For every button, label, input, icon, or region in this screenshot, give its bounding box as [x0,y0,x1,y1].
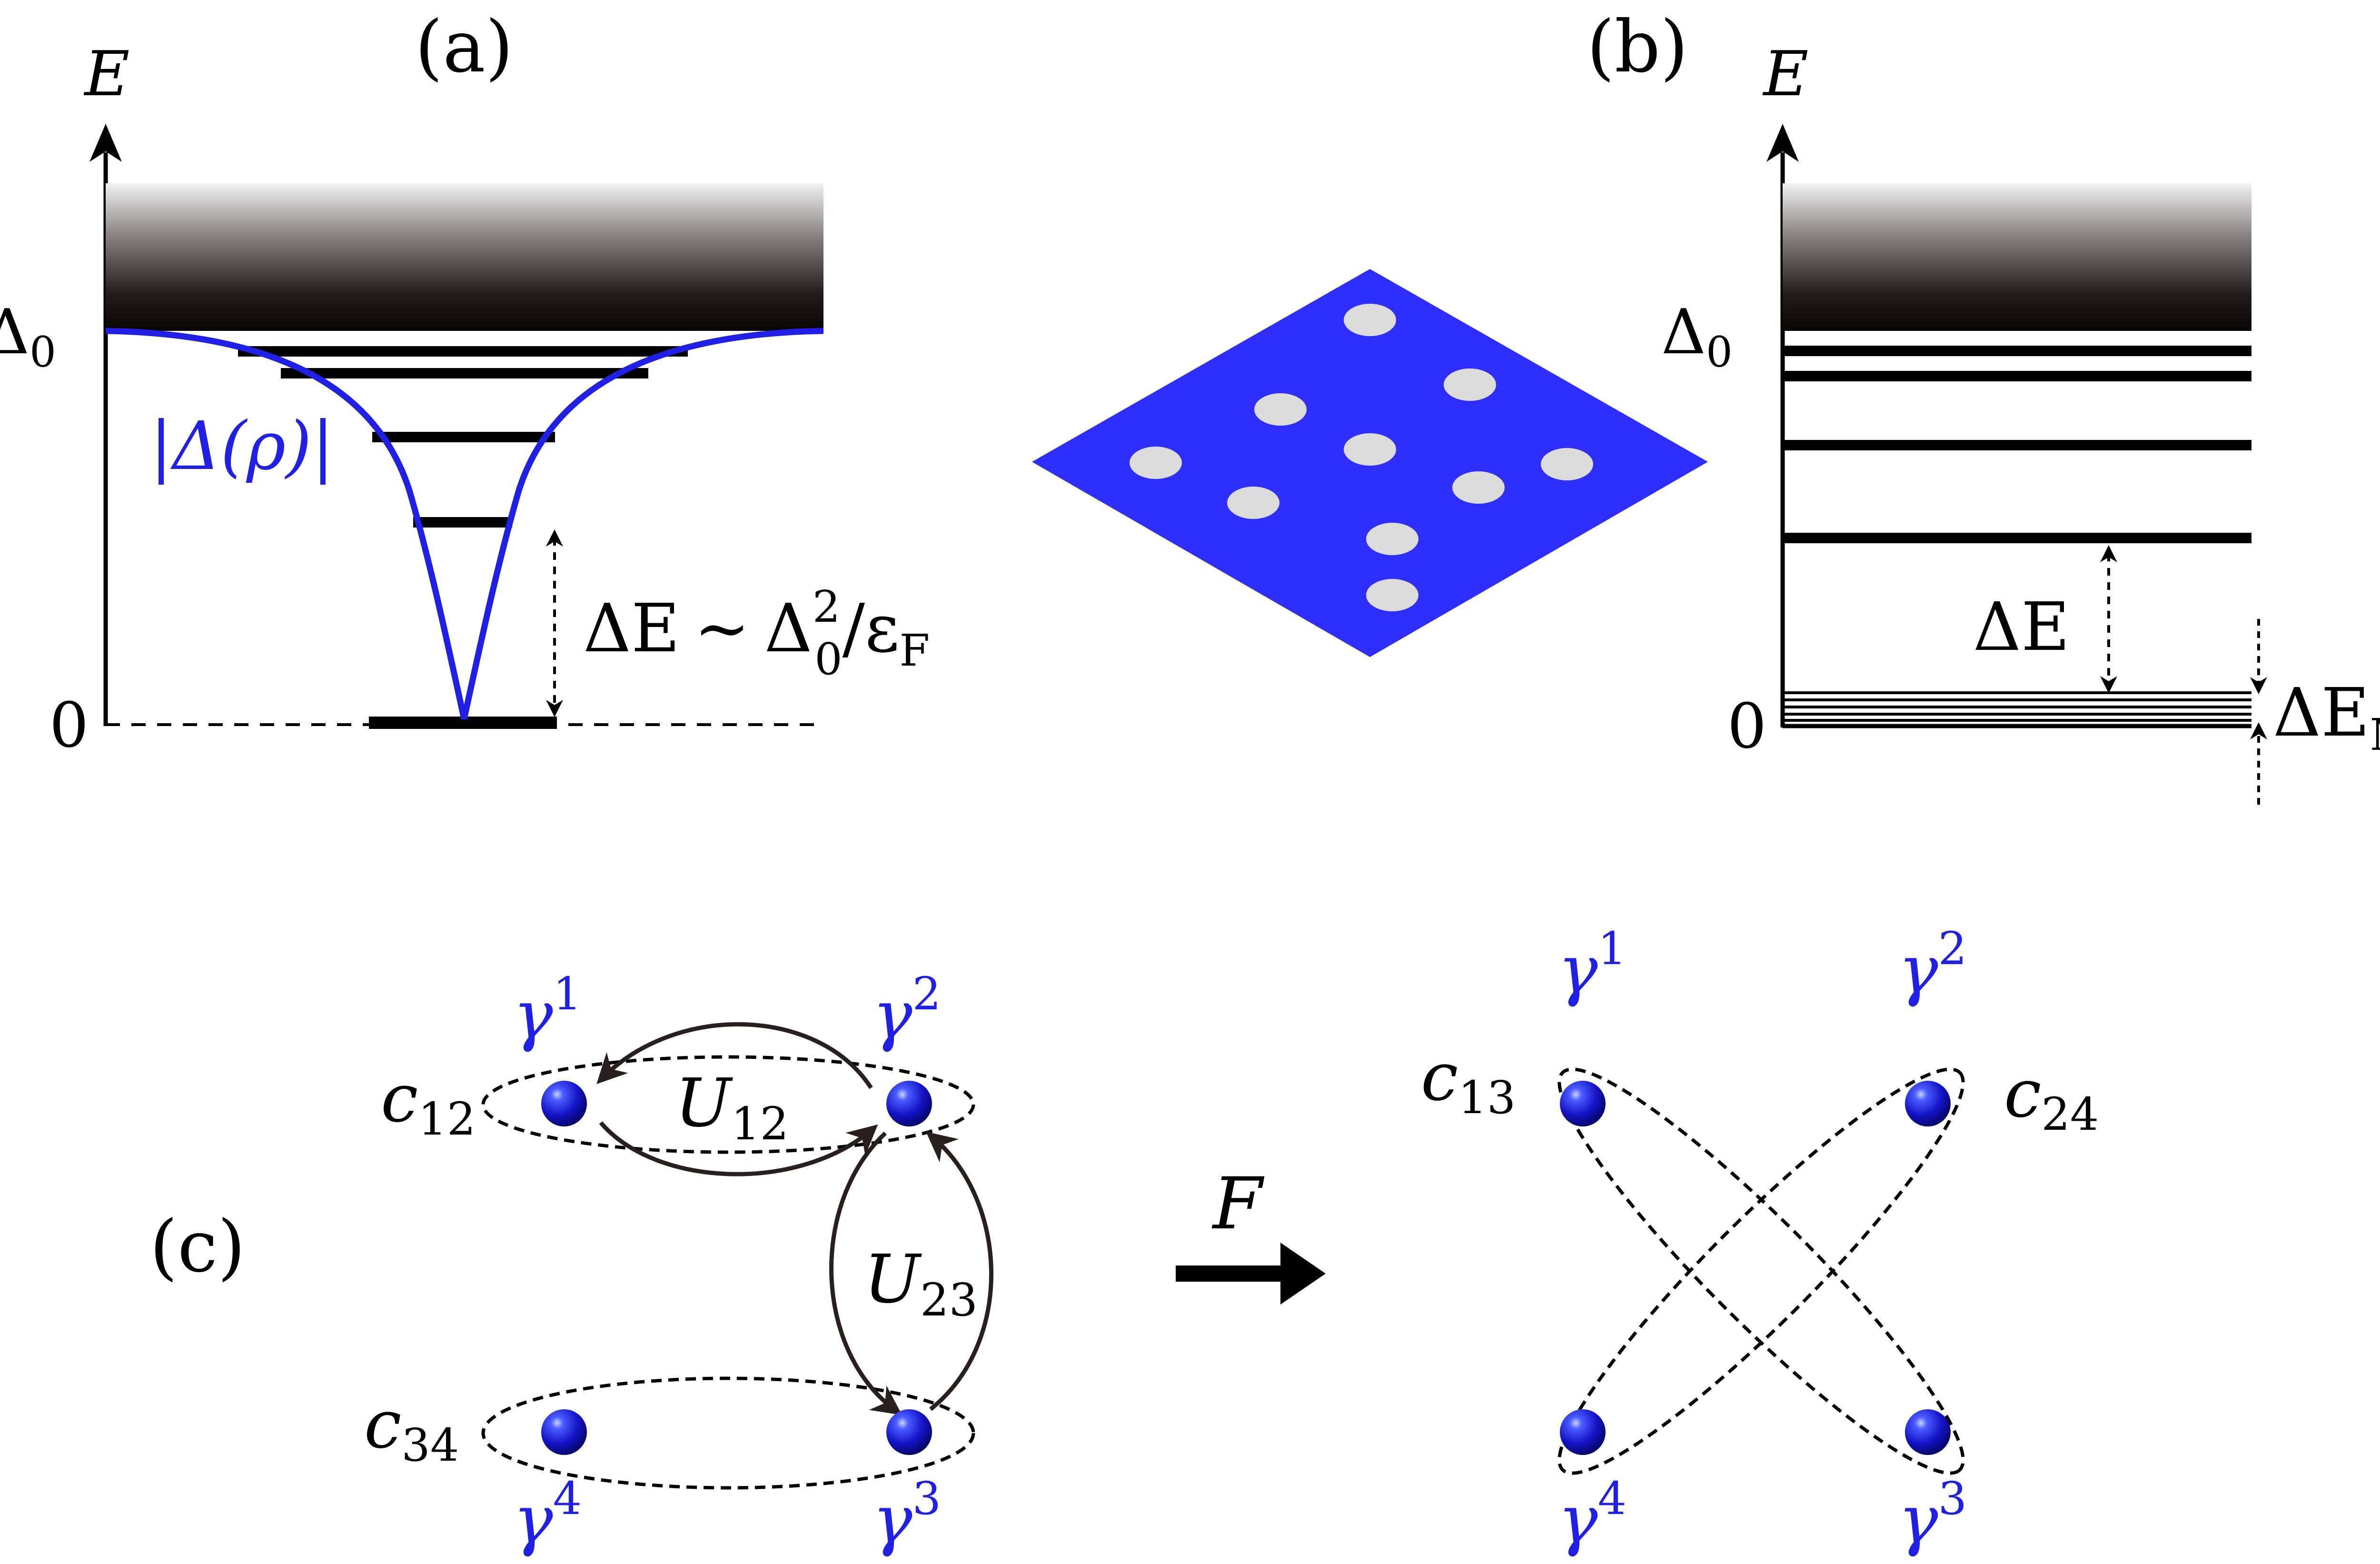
panel-b-axis-arrowhead [1766,124,1799,162]
vortex [1366,579,1418,611]
panel-b-label: (b) [1587,6,1688,89]
vortex [1366,523,1418,555]
majorana-mode-4 [1560,1409,1606,1455]
gamma-1-label: γ1 [513,968,582,1054]
fusion-operation-label: F [1211,1163,1265,1245]
vortex [1254,393,1307,426]
pair-c24-label: c24 [2004,1055,2099,1141]
gamma-4-label: γ4 [1558,1473,1626,1559]
exchange-u23-label: U23 [864,1241,978,1326]
vortex [1444,369,1496,401]
vortex [1452,471,1505,504]
pair-c34-label: c34 [364,1386,459,1472]
panel-b: (b) E Δ0 0 ΔE ΔEM [1587,6,2380,805]
panel-a-zero-label: 0 [50,689,89,761]
gamma-2-label: γ2 [1898,923,1967,1009]
exchange-u12-bottom-arrow [599,1121,878,1176]
pair-c12-label: c12 [381,1060,476,1146]
majorana-mode-2 [886,1081,932,1126]
pair-c24-loop [1557,1067,1965,1475]
panel-a-gap-label: Δ0 [0,296,56,377]
vortex [1344,433,1396,466]
panel-a-axis-label: E [84,38,130,110]
majorana-mode-2 [1905,1081,1951,1126]
gamma-4-label: γ4 [513,1473,582,1559]
pair-c13-loop [1557,1067,1965,1475]
panel-b-axis-label: E [1763,38,1809,110]
panel-c: (c) γ1 γ2 γ3 γ4 c12 c34 U12 U23 [149,923,2099,1559]
majorana-mode-1 [1560,1081,1606,1126]
panel-c-label: (c) [149,1205,245,1288]
majorana-mode-3 [886,1409,932,1455]
exchange-u12-top-arrow [596,1022,873,1089]
majorana-mode-3 [1905,1409,1951,1455]
panel-c-initial-pairing: γ1 γ2 γ3 γ4 c12 c34 U12 U23 [364,968,993,1559]
panel-b-majorana-label: ΔEM [2273,674,2380,760]
pair-c13-label: c13 [1421,1038,1516,1124]
panel-a-curve-label: |Δ(ρ)| [150,408,334,485]
panel-a-axis-arrowhead [89,124,122,162]
exchange-u23-right-arrow [926,1132,993,1411]
pair-c12-loop [481,1055,975,1154]
panel-b-spacing-label: ΔE [1973,588,2070,666]
vortex-lattice-plate [1032,269,1708,657]
fusion-operation-arrow: F [1176,1163,1326,1305]
panel-b-zero-label: 0 [1727,690,1767,762]
panel-b-continuum-band [1783,183,2251,331]
majorana-mode-4 [541,1409,587,1455]
gamma-3-label: γ3 [1898,1473,1967,1559]
panel-a-gap-profile-curve [105,328,824,720]
vortex [1344,304,1396,336]
pair-c34-loop [481,1376,975,1490]
panel-b-gap-label: Δ0 [1661,296,1733,377]
gamma-2-label: γ2 [873,968,941,1054]
exchange-u23-left-arrow [829,1131,902,1415]
exchange-u12-label: U12 [675,1065,789,1150]
gamma-3-label: γ3 [873,1473,941,1559]
panel-a-continuum-band [106,183,823,331]
majorana-mode-1 [541,1081,587,1126]
panel-c-final-pairing: γ1 γ2 γ3 γ4 c13 c24 [1421,923,2099,1559]
panel-a-label: (a) [415,6,513,89]
vortex [1541,448,1593,480]
vortex [1130,447,1182,479]
vortex [1227,487,1279,519]
gamma-1-label: γ1 [1558,923,1626,1009]
